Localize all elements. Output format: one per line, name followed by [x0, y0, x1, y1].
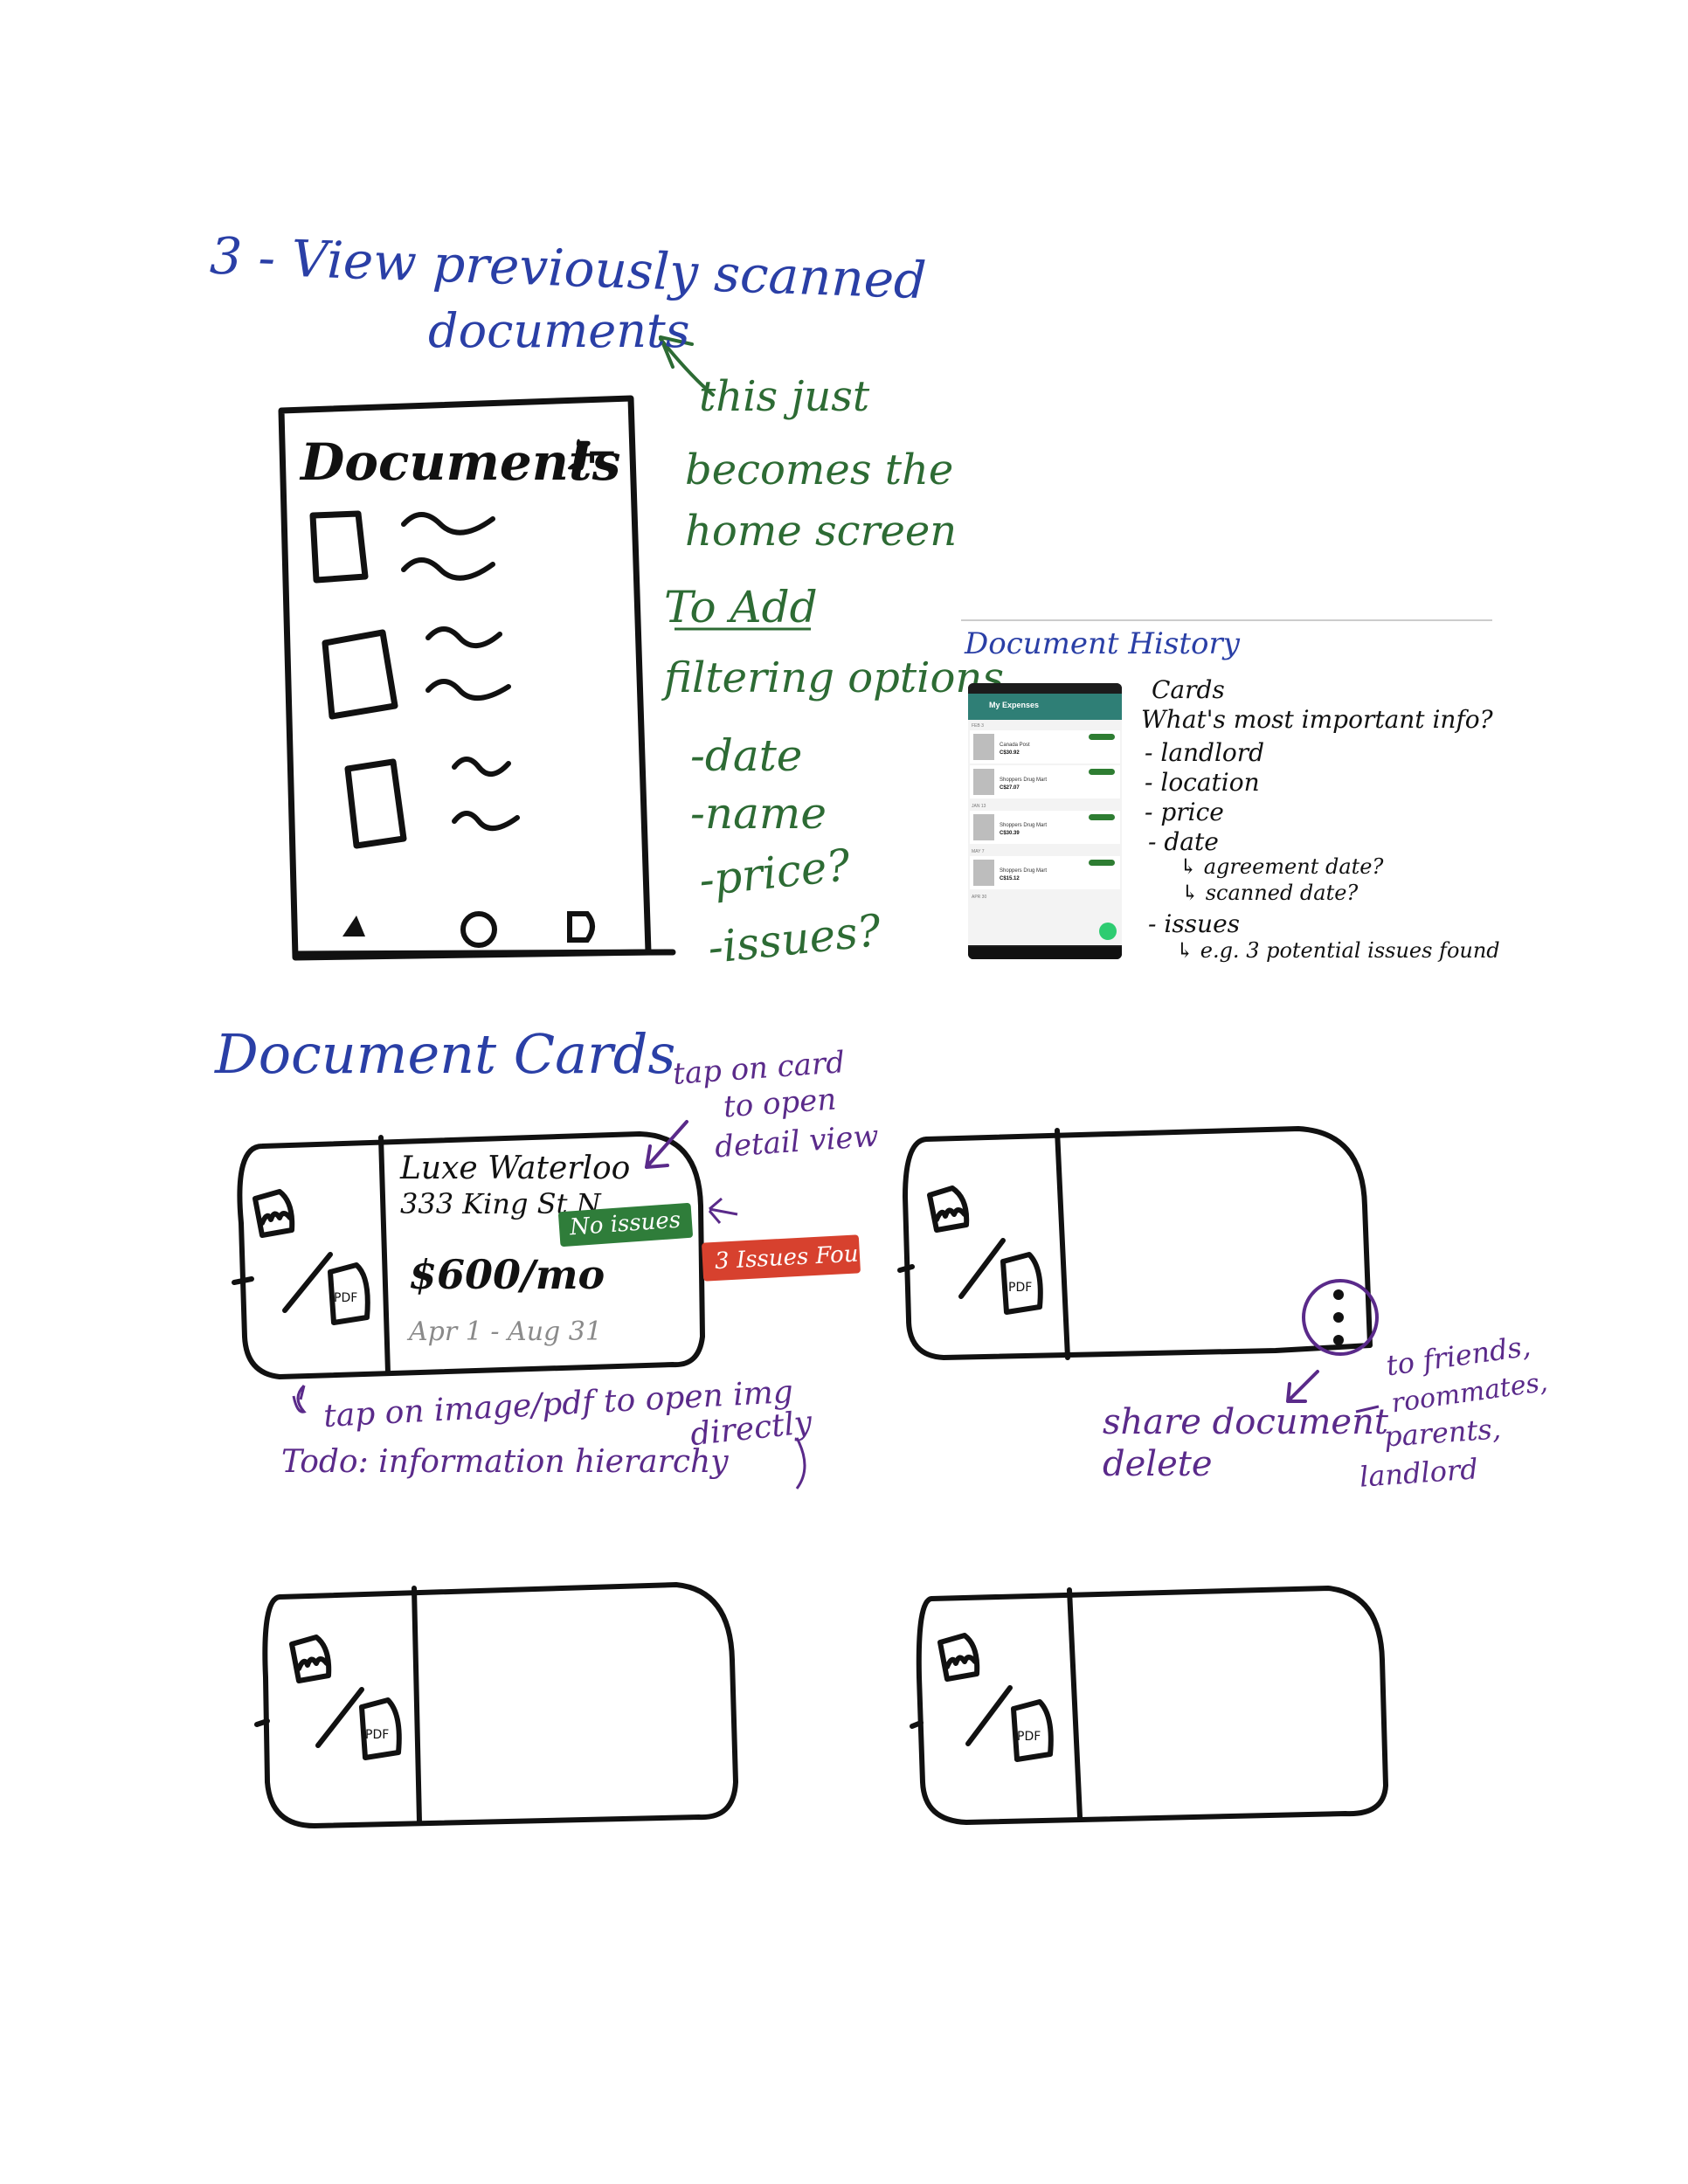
screenshot-section: FEB 3 [972, 723, 984, 729]
screenshot-section: MAY 7 [972, 849, 985, 854]
home-circle-icon [460, 911, 497, 948]
note-home-3: home screen [685, 507, 958, 556]
share-target-4: landlord [1358, 1452, 1479, 1494]
screenshot-row-store: Canada Post [1000, 743, 1030, 748]
card-1-outline [237, 1131, 705, 1379]
svg-text:PDF: PDF [1008, 1281, 1032, 1295]
note-filter-name: -name [690, 788, 827, 839]
card-menu-highlight [1302, 1279, 1379, 1356]
screenshot-app-title: My Expenses [968, 694, 1122, 720]
screenshot-row[interactable]: Shoppers Drug Mart C$27.07 [970, 765, 1120, 798]
card-price: $600/mo [409, 1251, 605, 1298]
document-history-screenshot: My Expenses FEB 3 Canada Post C$30.92 Sh… [968, 683, 1122, 959]
note-home-1: this just [699, 372, 870, 421]
history-note-3: - location [1145, 768, 1260, 797]
card-dates: Apr 1 - Aug 31 [409, 1317, 602, 1347]
history-note-2: - landlord [1145, 738, 1265, 767]
note-filter-date: -date [690, 730, 803, 781]
screenshot-row[interactable]: Shoppers Drug Mart C$15.12 [970, 856, 1120, 889]
menu-note-share: share document [1103, 1402, 1388, 1442]
screenshot-row-amount: C$27.07 [1000, 785, 1020, 791]
note-filter-line: filtering options [664, 653, 1004, 702]
kebab-menu-icon[interactable] [1333, 1289, 1344, 1345]
add-fab-icon[interactable] [1099, 923, 1117, 940]
card-landlord-name: Luxe Waterloo [400, 1151, 631, 1186]
note-home-2: becomes the [685, 446, 954, 494]
screenshot-section: APR 30 [972, 895, 987, 900]
card-3-outline [262, 1582, 738, 1828]
cards-section-title: Document Cards [215, 1022, 676, 1086]
screenshot-row[interactable]: Shoppers Drug Mart C$30.39 [970, 811, 1120, 844]
screenshot-row[interactable]: Canada Post C$30.92 [970, 730, 1120, 764]
back-triangle-icon [342, 916, 365, 936]
recents-square-icon [567, 911, 595, 943]
card-4-outline [916, 1586, 1388, 1825]
note-filter-title: To Add [664, 582, 818, 632]
screenshot-row-amount: C$30.92 [1000, 750, 1020, 756]
screenshot-row-store: Shoppers Drug Mart [1000, 823, 1048, 828]
card-1-pdf-icon[interactable]: PDF [334, 1291, 357, 1305]
history-note-9: ↳ e.g. 3 potential issues found [1176, 938, 1500, 963]
screenshot-row-amount: C$15.12 [1000, 876, 1020, 881]
history-note-1: What's most important info? [1141, 705, 1493, 734]
screenshot-row-store: Shoppers Drug Mart [1000, 868, 1048, 874]
svg-text:PDF: PDF [1017, 1730, 1041, 1744]
history-note-4: - price [1145, 798, 1224, 826]
screenshot-row-store: Shoppers Drug Mart [1000, 778, 1048, 783]
screenshot-section: JAN 13 [972, 804, 986, 809]
phone-top-icon[interactable]: ℷ⌐ [568, 433, 619, 478]
history-note-0: Cards [1152, 675, 1225, 704]
screenshot-row-amount: C$30.39 [1000, 831, 1020, 836]
todo-note: Todo: information hierarchy [281, 1444, 729, 1480]
tap-card-note-2: to open [722, 1082, 838, 1125]
page-heading-line2: documents [428, 303, 690, 358]
share-target-3: parents, [1382, 1412, 1503, 1454]
history-note-6: ↳ agreement date? [1180, 854, 1384, 879]
history-note-7: ↳ scanned date? [1181, 881, 1359, 905]
doc-history-title: Document History [965, 626, 1240, 661]
svg-text:PDF: PDF [365, 1728, 389, 1742]
history-note-5: - date [1148, 827, 1219, 856]
history-note-8: - issues [1148, 909, 1241, 938]
card-2-outline [903, 1126, 1373, 1360]
phone-title: Documents [301, 432, 621, 492]
menu-note-delete: delete [1103, 1444, 1213, 1484]
